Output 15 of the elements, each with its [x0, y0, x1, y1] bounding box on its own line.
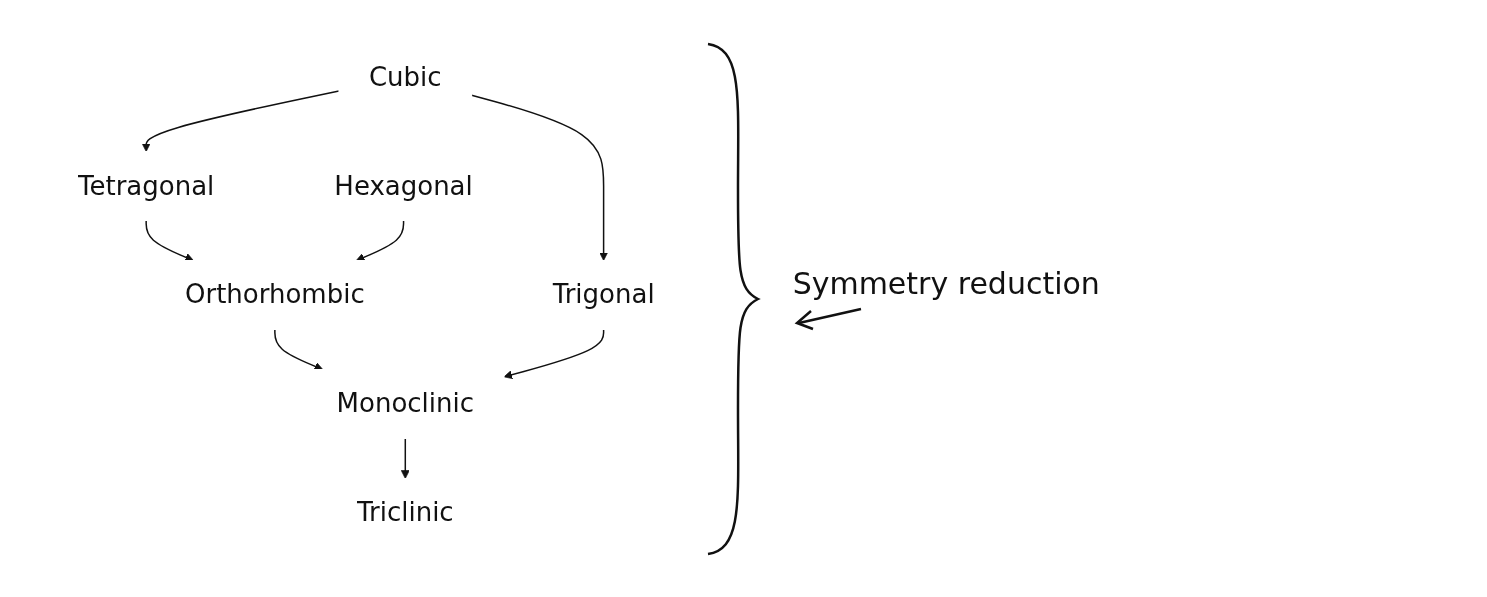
- arrow: [145, 219, 194, 262]
- arrow: [503, 328, 605, 379]
- node-text: Orthorhombic: [185, 279, 365, 310]
- node-text: Cubic: [368, 61, 442, 92]
- arrow: [400, 437, 410, 479]
- arrow: [355, 219, 405, 262]
- node-text: Monoclinic: [336, 388, 475, 419]
- annotation-text: Symmetry reduction: [792, 266, 1100, 301]
- arrow: [470, 94, 608, 261]
- node-text: Hexagonal: [334, 170, 473, 201]
- arrow: [274, 328, 324, 371]
- arrow: [141, 90, 340, 152]
- node-text: Trigonal: [552, 279, 655, 310]
- node-text: Tetragonal: [78, 170, 215, 201]
- node-text: Triclinic: [356, 497, 454, 528]
